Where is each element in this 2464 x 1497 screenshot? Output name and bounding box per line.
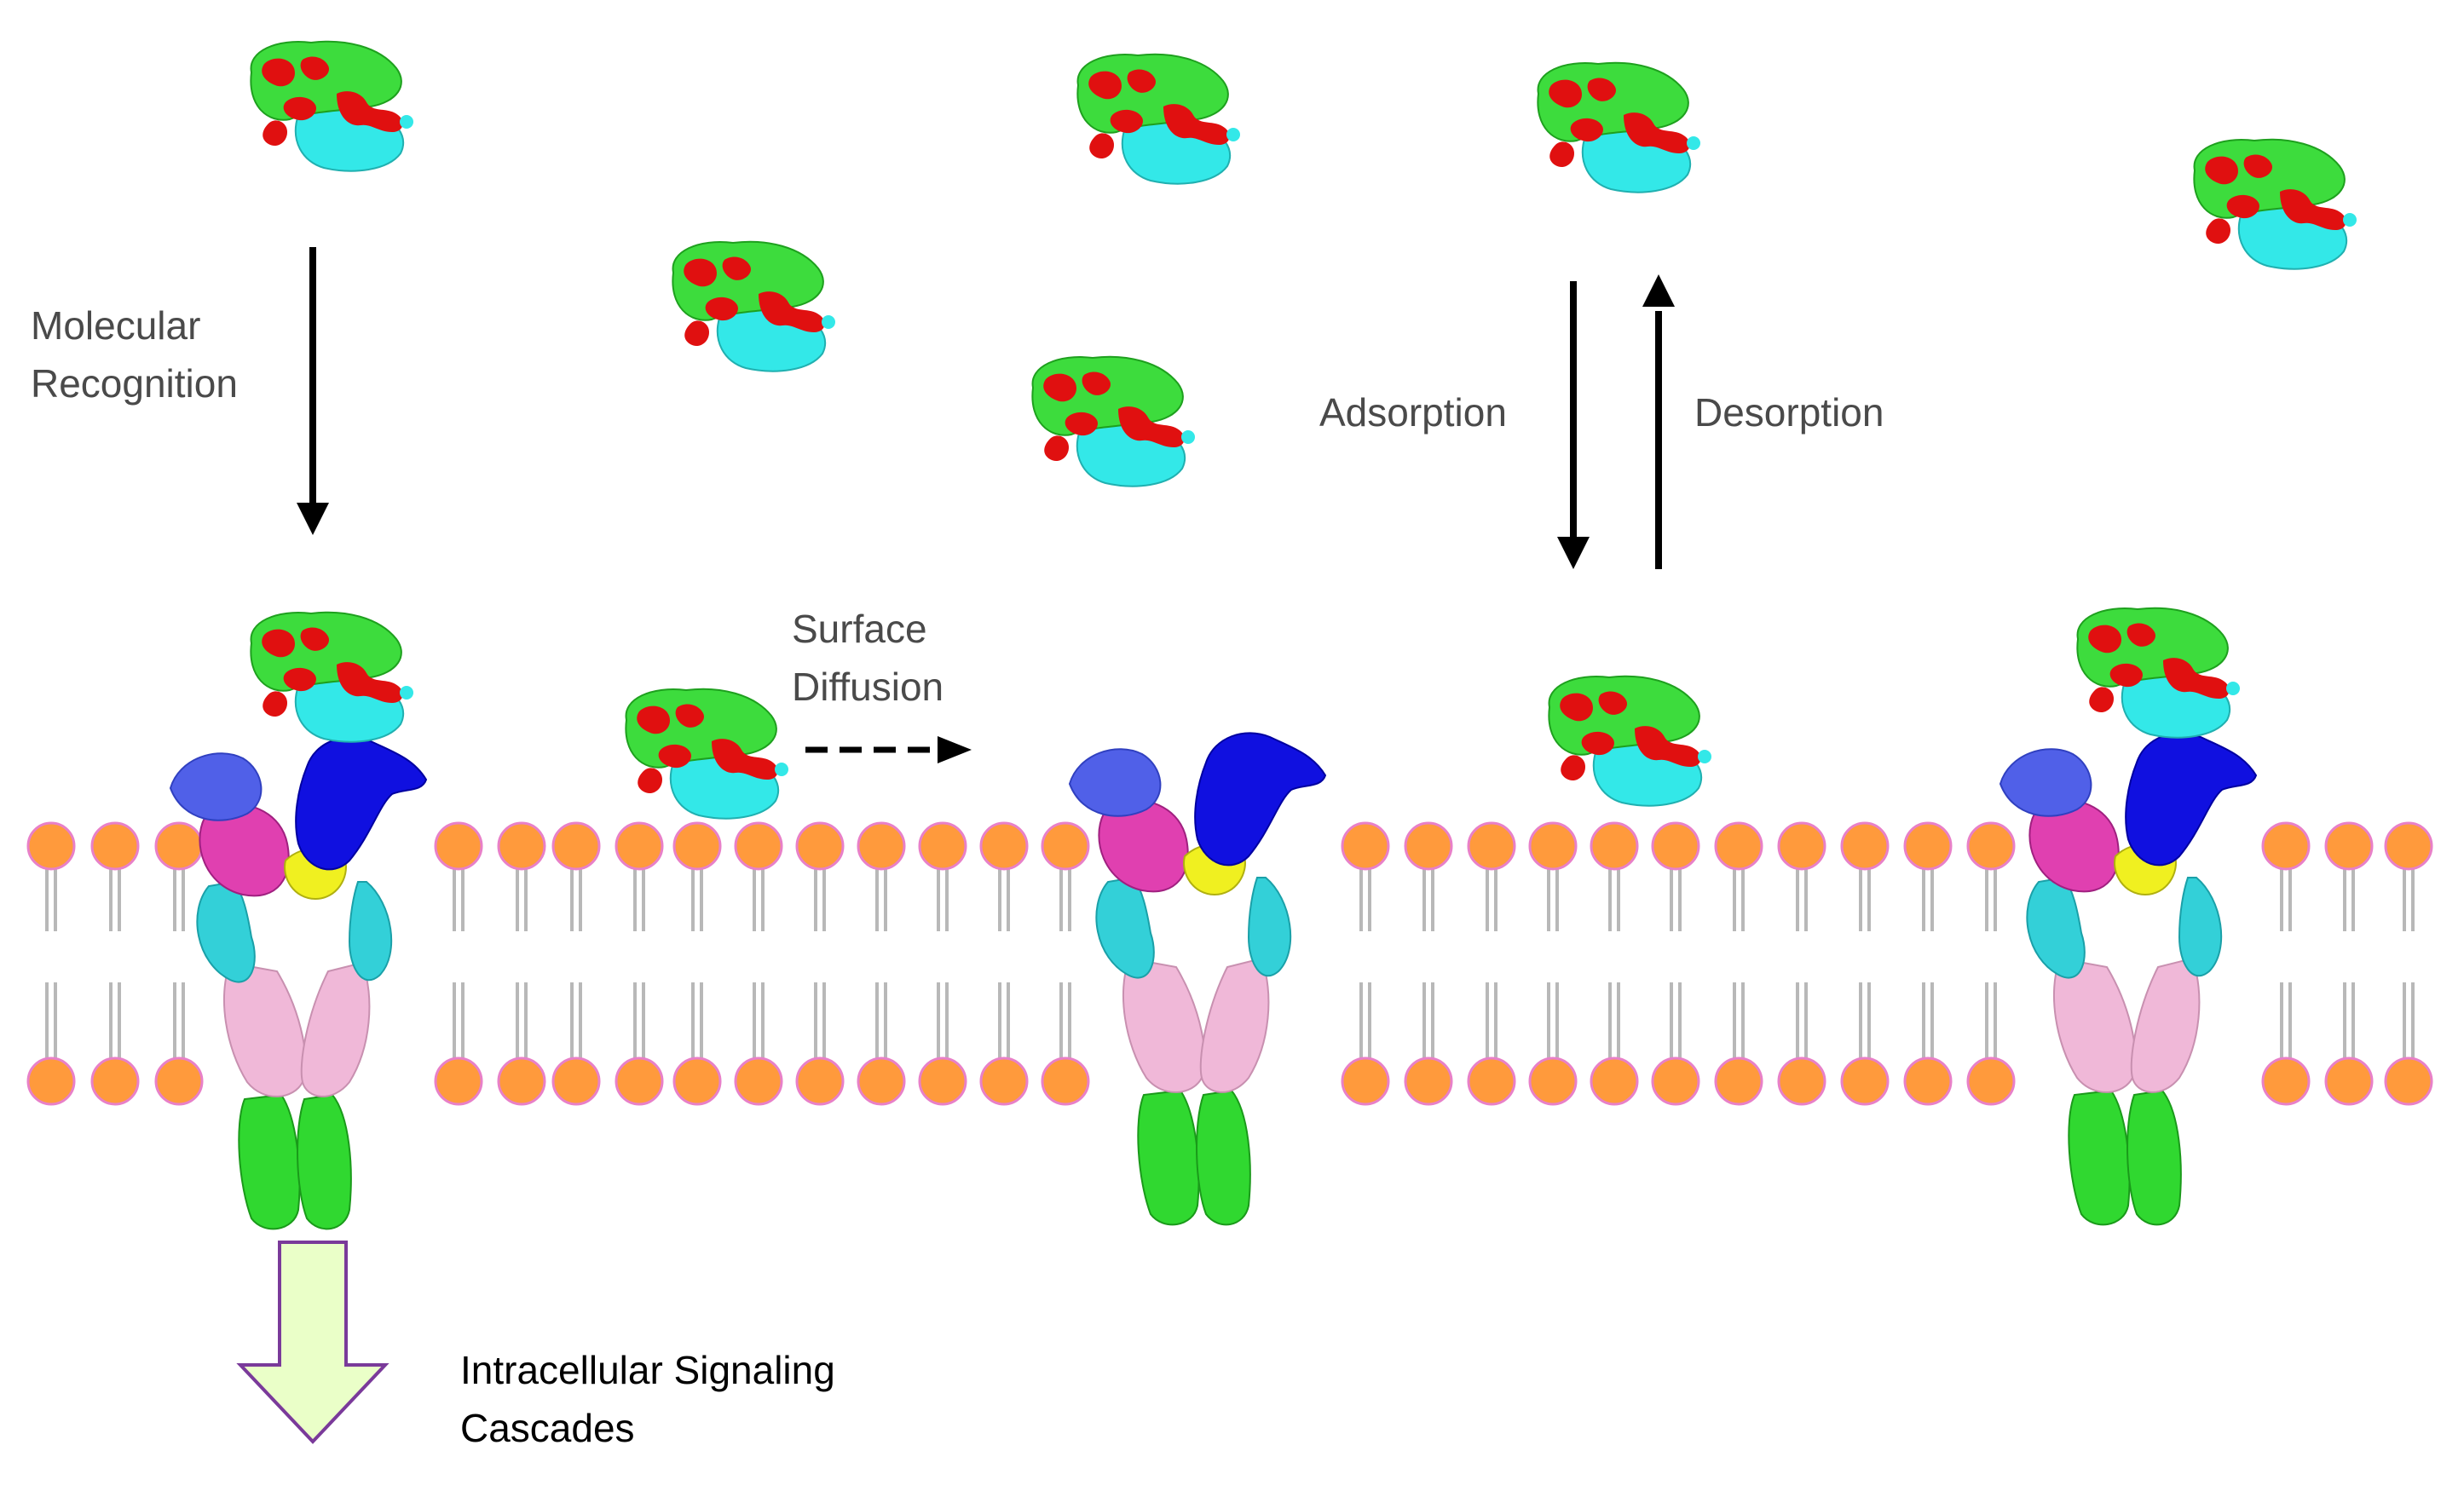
protein-ligand-icon xyxy=(251,42,413,171)
desorption-arrow xyxy=(1642,274,1675,569)
protein-ligand-icon xyxy=(626,689,788,819)
receptor-complex-icon xyxy=(1070,733,1325,1224)
molecular-recognition-arrow xyxy=(297,247,329,535)
molecular-recognition-label: Molecular Recognition xyxy=(31,297,238,412)
protein-ligand-icon xyxy=(1549,677,1711,806)
desorption-label: Desorption xyxy=(1694,383,1884,441)
protein-ligand-icon xyxy=(2194,140,2357,269)
protein-ligand-icon xyxy=(1032,357,1195,487)
surface-diffusion-arrow xyxy=(805,736,972,763)
adsorption-label: Adsorption xyxy=(1319,383,1507,441)
protein-ligand-icon xyxy=(251,613,413,742)
protein-ligand-icon xyxy=(1538,63,1700,193)
adsorption-arrow xyxy=(1557,281,1590,569)
intracellular-signaling-label: Intracellular Signaling Cascades xyxy=(460,1341,835,1457)
signaling-arrow xyxy=(240,1242,385,1442)
protein-ligand-icon xyxy=(2077,608,2240,738)
protein-ligand-icon xyxy=(672,242,835,371)
surface-diffusion-label: Surface Diffusion xyxy=(792,600,943,716)
receptor-complex-icon xyxy=(2000,733,2256,1224)
receptor-complex-icon xyxy=(170,737,426,1229)
protein-ligand-icon xyxy=(1077,55,1240,184)
